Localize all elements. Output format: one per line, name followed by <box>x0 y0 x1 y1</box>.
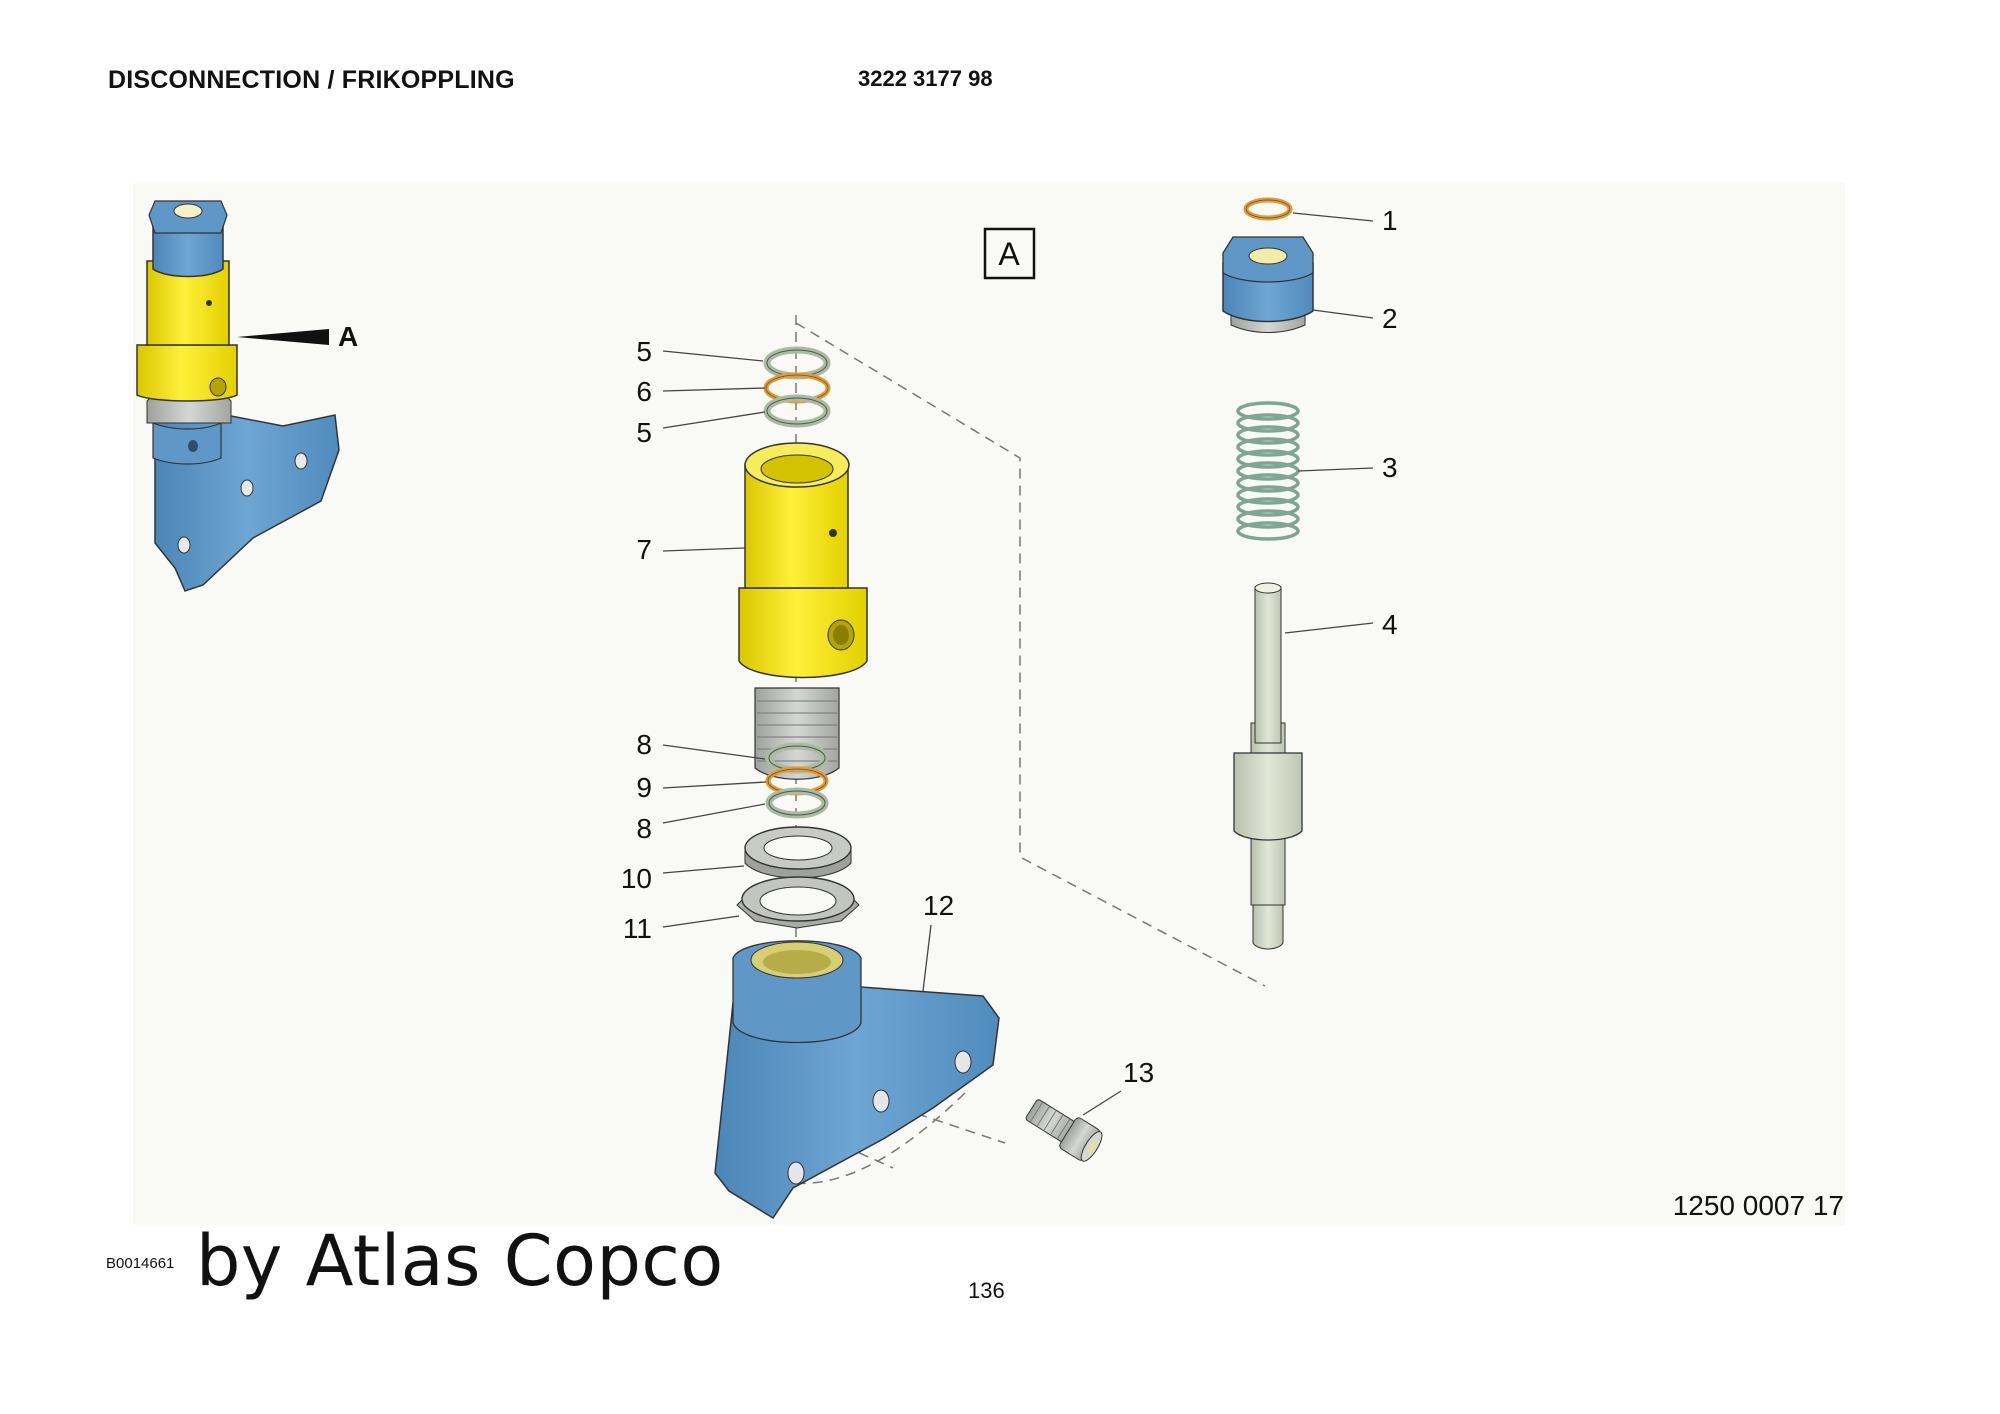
callout-numbers: 1 2 3 4 5 6 5 7 8 9 8 10 11 12 13 <box>621 205 1398 1088</box>
leader-lines <box>662 212 1374 1116</box>
document-number: 1250 0007 17 <box>1672 1190 1844 1221</box>
callout-5a: 5 <box>636 336 652 367</box>
brand-watermark: by Atlas Copco <box>196 1220 724 1302</box>
view-a-box <box>983 227 1036 280</box>
callout-1: 1 <box>1382 205 1398 236</box>
blue-plug-part-2 <box>1222 236 1314 333</box>
cap-screw-part-13 <box>1025 1099 1103 1162</box>
callout-3: 3 <box>1382 452 1398 483</box>
slotted-nut-part-10 <box>744 826 852 879</box>
pin-part-4 <box>1233 582 1303 950</box>
part-number: 3222 3177 98 <box>858 66 993 91</box>
exploded-parts-drawing: A A <box>133 183 1845 1225</box>
callout-11: 11 <box>623 913 652 944</box>
seal-stack-upper <box>763 346 831 428</box>
callout-6: 6 <box>636 376 652 407</box>
callout-9: 9 <box>636 772 652 803</box>
assembly-overview <box>136 200 340 592</box>
callout-4: 4 <box>1382 609 1398 640</box>
page-number: 136 <box>968 1278 1005 1303</box>
view-a-label: A <box>998 236 1020 272</box>
detail-pointer-label: A <box>338 321 358 352</box>
page-title: DISCONNECTION / FRIKOPPLING <box>108 66 515 94</box>
callout-8b: 8 <box>636 813 652 844</box>
seal-part-1 <box>1243 197 1293 221</box>
callout-2: 2 <box>1382 303 1398 334</box>
callout-12: 12 <box>923 890 954 921</box>
drawing-canvas: A A <box>136 197 1398 1220</box>
callout-8a: 8 <box>636 729 652 760</box>
seal-stack-lower <box>765 742 829 819</box>
spring-part-3 <box>1236 401 1300 541</box>
callout-13: 13 <box>1123 1057 1154 1088</box>
blue-bracket-part-12 <box>714 940 1000 1220</box>
callout-5b: 5 <box>636 417 652 448</box>
yellow-housing-part-7 <box>738 442 868 780</box>
callout-10: 10 <box>621 863 652 894</box>
callout-7: 7 <box>636 534 652 565</box>
lock-washer-part-11 <box>736 876 860 929</box>
image-id: B0014661 <box>106 1255 175 1272</box>
